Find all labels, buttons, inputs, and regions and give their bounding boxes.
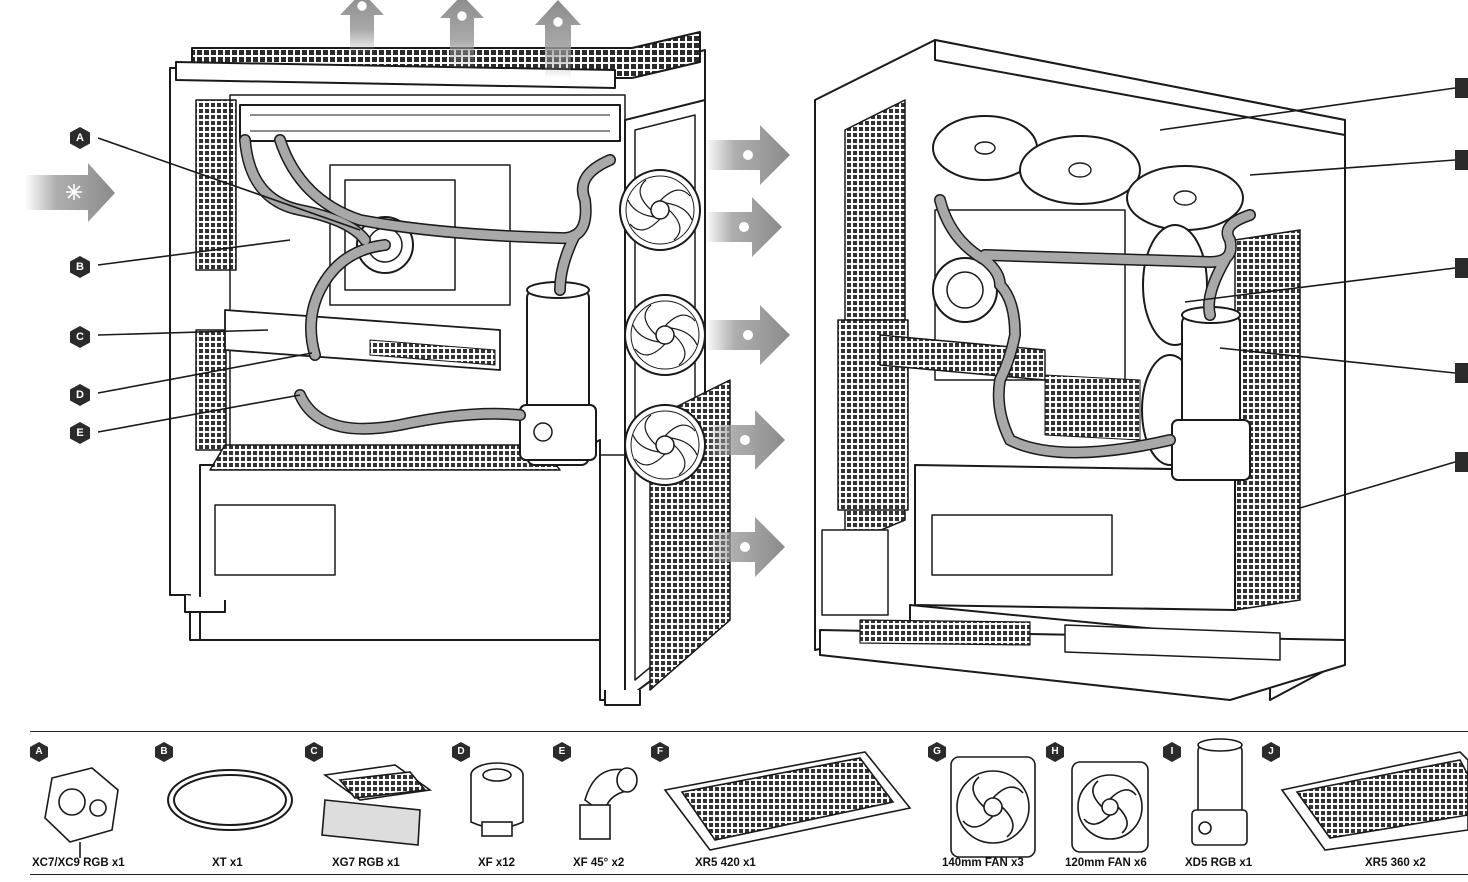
fan-120-illustration <box>1071 761 1149 853</box>
sun-icon <box>739 150 753 552</box>
hexagon-badge-icon <box>1163 742 1181 762</box>
left-tubing <box>239 134 616 435</box>
right-case-view <box>814 39 1346 701</box>
tube-coil-illustration <box>167 769 293 831</box>
part-label-i: XD5 RGB x1 <box>1185 857 1253 869</box>
part-badge-h: H <box>1046 742 1064 762</box>
angle-fitting-illustration <box>579 767 638 840</box>
hexagon-badge-icon <box>651 742 669 762</box>
part-label-g: 140mm FAN x3 <box>942 857 1024 869</box>
part-label-h: 120mm FAN x6 <box>1065 857 1147 869</box>
part-badge-b: B <box>155 742 173 762</box>
callout-b: B <box>70 256 90 278</box>
hexagon-badge-icon <box>70 256 90 278</box>
part-badge-e: E <box>553 742 571 762</box>
part-label-c: XG7 RGB x1 <box>332 857 400 869</box>
parts-illustrations <box>44 738 1468 858</box>
part-badge-a: A <box>30 742 48 762</box>
part-badge-g: G <box>928 742 946 762</box>
parts-top-rule <box>30 731 1468 732</box>
right-tubing <box>934 194 1256 459</box>
part-label-d: XF x12 <box>478 857 516 869</box>
callout-a: A <box>70 127 90 149</box>
fitting-illustration <box>470 762 524 837</box>
gpu-block-illustration <box>321 764 433 846</box>
part-badge-c: C <box>305 742 323 762</box>
part-label-b: XT x1 <box>212 857 243 869</box>
hexagon-badge-icon <box>928 742 946 762</box>
callout-d: D <box>70 384 90 406</box>
pump-res-illustration <box>1191 738 1248 846</box>
part-badge-j: J <box>1262 742 1280 762</box>
right-callout-markers <box>1455 78 1468 472</box>
hexagon-badge-icon <box>70 422 90 444</box>
part-label-e: XF 45° x2 <box>573 857 625 869</box>
hexagon-badge-icon <box>155 742 173 762</box>
hexagon-badge-icon <box>1262 742 1280 762</box>
callout-e: E <box>70 422 90 444</box>
cpu-block-illustration <box>44 767 119 858</box>
hexagon-badge-icon <box>553 742 571 762</box>
callout-c: C <box>70 326 90 348</box>
snowflake-icon <box>66 184 82 200</box>
part-label-f: XR5 420 x1 <box>695 857 756 869</box>
hexagon-badge-icon <box>70 384 90 406</box>
left-case-view <box>169 31 731 706</box>
part-badge-i: I <box>1163 742 1181 762</box>
fan-140-illustration <box>950 756 1036 858</box>
airflow-arrows-left <box>25 0 581 222</box>
hexagon-badge-icon <box>70 326 90 348</box>
part-badge-d: D <box>452 742 470 762</box>
callout-leaders <box>97 87 1456 509</box>
hexagon-badge-icon <box>305 742 323 762</box>
hexagon-badge-icon <box>1046 742 1064 762</box>
hexagon-badge-icon <box>30 742 48 762</box>
parts-bottom-rule <box>30 874 1468 875</box>
part-label-a: XC7/XC9 RGB x1 <box>32 857 125 869</box>
radiator-420-illustration <box>663 751 912 851</box>
airflow-arrows-middle <box>705 125 790 577</box>
part-badge-f: F <box>651 742 669 762</box>
radiator-360-illustration <box>1280 751 1468 851</box>
sun-icon <box>357 1 563 27</box>
hexagon-badge-icon <box>452 742 470 762</box>
hexagon-badge-icon <box>70 127 90 149</box>
part-label-j: XR5 360 x2 <box>1365 857 1426 869</box>
